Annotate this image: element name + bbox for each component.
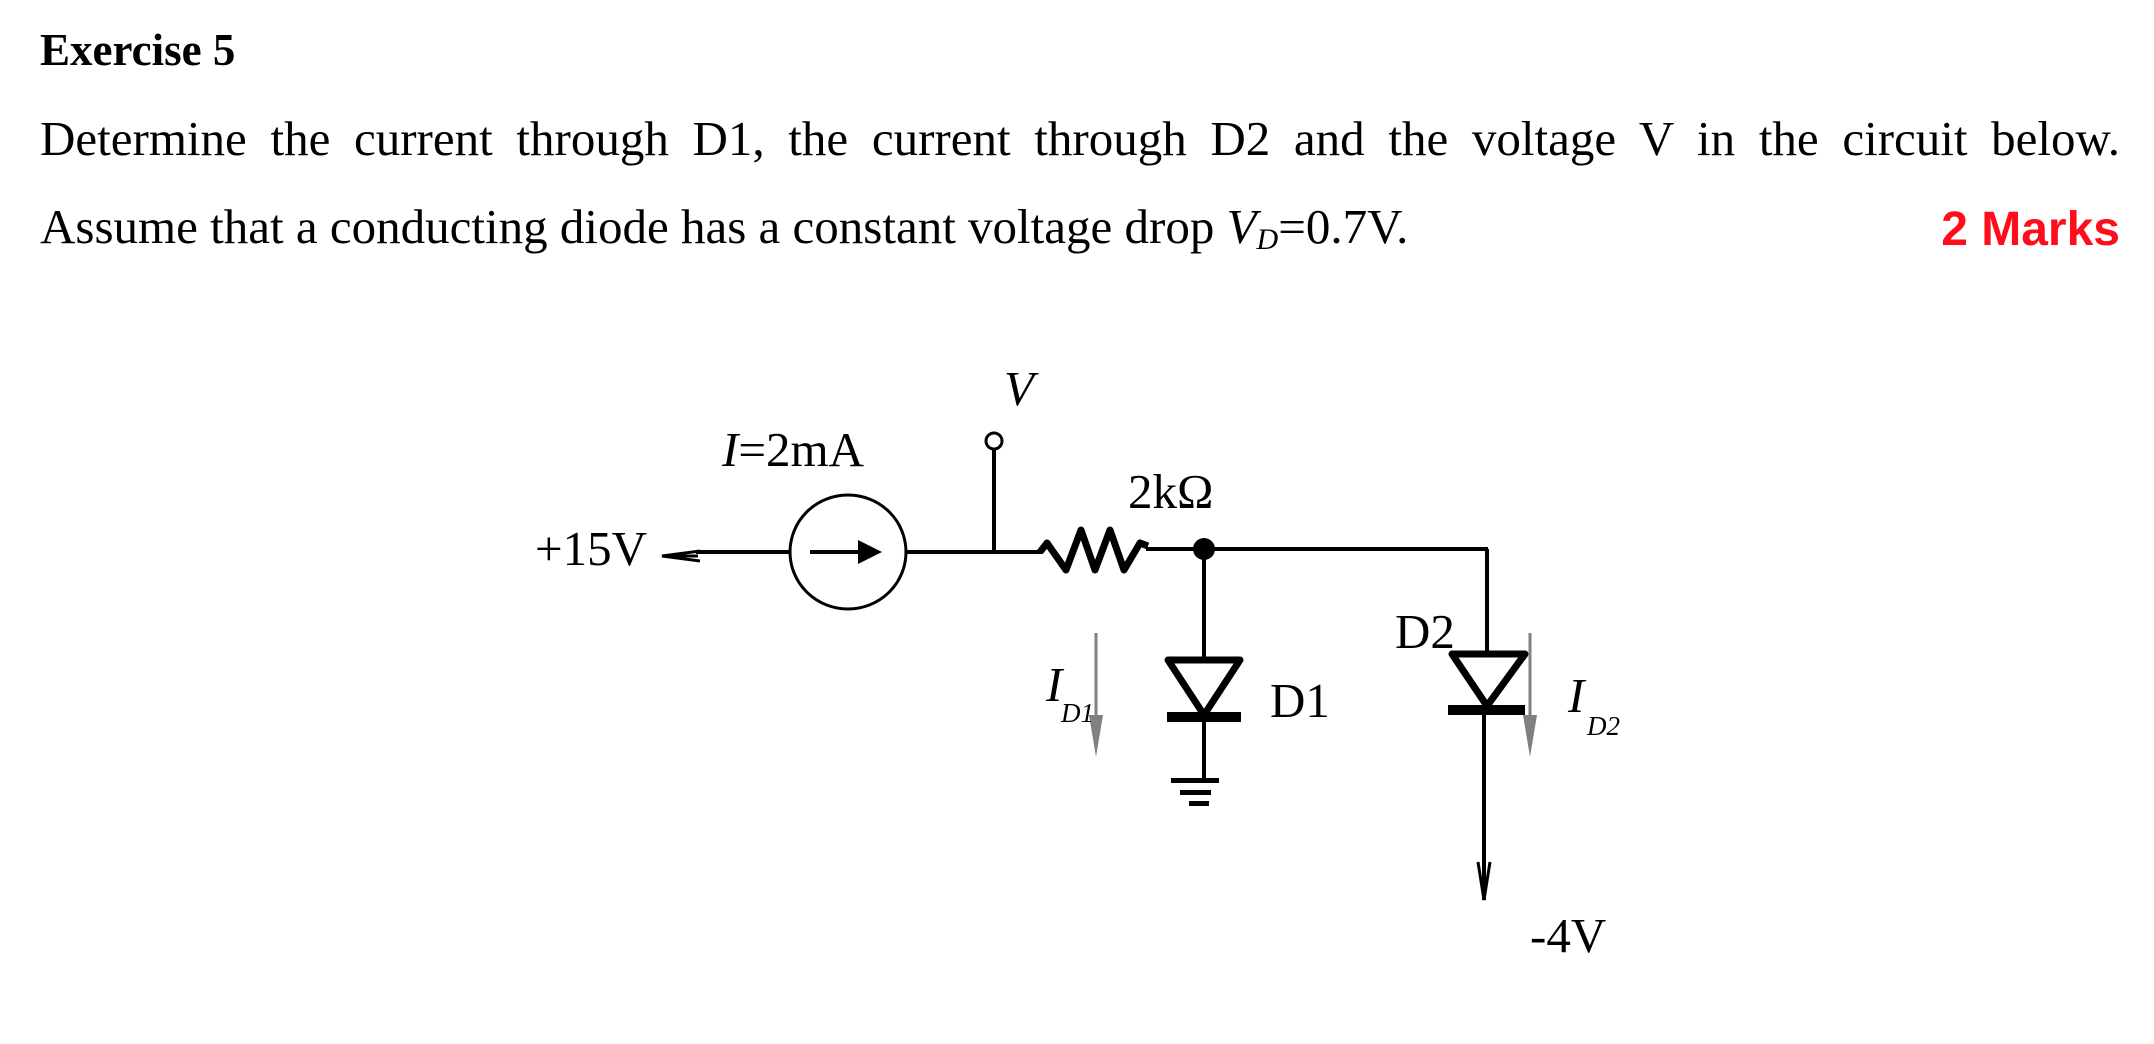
vd-symbol: V <box>1226 199 1257 254</box>
vd-subscript: D <box>1256 223 1279 256</box>
question-line-2: Assume that a conducting diode has a con… <box>40 198 1408 257</box>
diode-d2-icon <box>1448 650 1529 715</box>
diode-d1-icon <box>1164 656 1244 722</box>
current-id1-arrow-icon <box>1089 633 1103 757</box>
id1-symbol: I <box>1045 657 1065 712</box>
supply-arrow-icon <box>661 549 701 563</box>
supply-label: +15V <box>535 521 647 576</box>
node-v-label: V <box>1004 361 1039 416</box>
current-source-icon <box>788 493 908 611</box>
current-source-symbol: I <box>721 422 741 477</box>
current-id2-arrow-icon <box>1523 633 1537 757</box>
negative-supply-arrow-icon <box>1476 861 1492 901</box>
diode-d2-label: D2 <box>1395 604 1455 659</box>
id1-subscript: D1 <box>1060 698 1094 728</box>
current-source-value: =2mA <box>738 422 864 477</box>
id2-symbol: I <box>1567 668 1587 723</box>
v-terminal-icon <box>984 431 1004 451</box>
marks-badge: 2 Marks <box>1941 203 2120 256</box>
question-line-2-suffix: =0.7V. <box>1278 199 1409 254</box>
resistor-icon <box>1037 526 1150 574</box>
current-source-label: I=2mA <box>721 422 865 477</box>
question-line-1: Determine the current through D1, the cu… <box>40 111 2120 166</box>
id2-subscript: D2 <box>1586 711 1620 741</box>
question-line-2-prefix: Assume that a conducting diode has a con… <box>40 199 1227 254</box>
ground-icon <box>1171 778 1219 806</box>
negative-supply-label: -4V <box>1530 908 1606 963</box>
resistor-label: 2kΩ <box>1128 464 1213 519</box>
exercise-title: Exercise 5 <box>40 25 236 75</box>
diode-d1-label: D1 <box>1270 673 1330 728</box>
